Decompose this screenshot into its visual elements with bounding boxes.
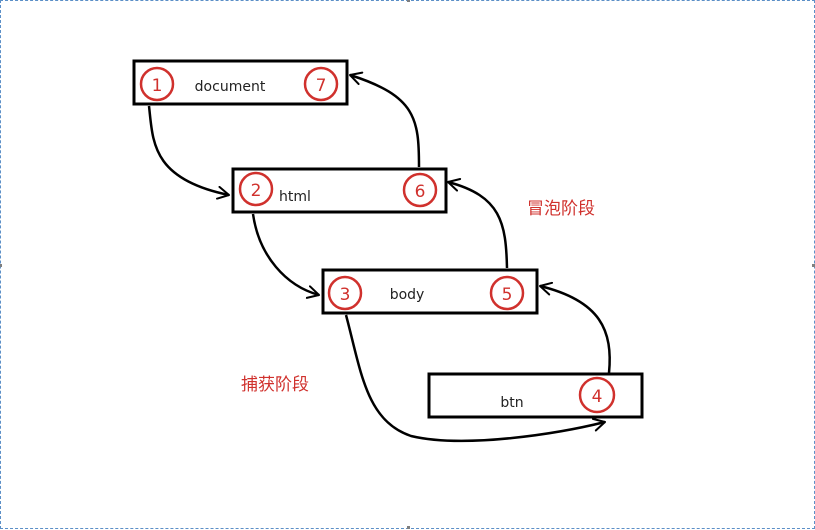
bubble-arrow-btn-to-body (539, 281, 611, 374)
step-number-2: 2 (251, 181, 262, 201)
resize-handle-right[interactable] (812, 264, 815, 267)
bubble-arrow-body-to-html (447, 178, 509, 269)
resize-handle-left[interactable] (0, 264, 2, 267)
resize-handle-top[interactable] (407, 0, 410, 2)
node-html: html 2 6 (231, 167, 448, 214)
node-document-label: document (195, 79, 266, 95)
node-html-label: html (279, 189, 311, 205)
step-badge-1 (139, 66, 175, 102)
bubble-phase-label: 冒泡阶段 (527, 199, 595, 219)
step-number-3: 3 (340, 285, 351, 305)
step-badge-7 (303, 66, 339, 102)
node-body-label: body (390, 287, 425, 303)
node-btn-box (427, 372, 644, 419)
capture-arrow-document-to-html (147, 105, 230, 200)
node-btn-label: btn (500, 395, 523, 411)
step-badge-3 (327, 275, 363, 311)
step-number-7: 7 (316, 76, 327, 96)
step-badge-6 (402, 172, 438, 208)
node-btn: btn 4 (427, 372, 644, 419)
capture-phase-label: 捕获阶段 (241, 375, 309, 395)
node-document: document 1 7 (132, 59, 349, 106)
step-number-6: 6 (415, 182, 426, 202)
capture-arrow-html-to-body (251, 213, 320, 299)
step-badge-2 (238, 171, 274, 207)
step-number-1: 1 (152, 76, 163, 96)
resize-handle-bottom[interactable] (407, 526, 410, 529)
capture-arrow-body-to-btn (344, 314, 606, 443)
step-number-5: 5 (502, 285, 513, 305)
node-body: body 3 5 (321, 268, 539, 315)
step-number-4: 4 (592, 387, 603, 407)
bubble-arrow-html-to-document (349, 71, 421, 168)
step-badge-5 (489, 275, 525, 311)
node-html-box (231, 167, 448, 214)
step-badge-4 (578, 376, 616, 414)
